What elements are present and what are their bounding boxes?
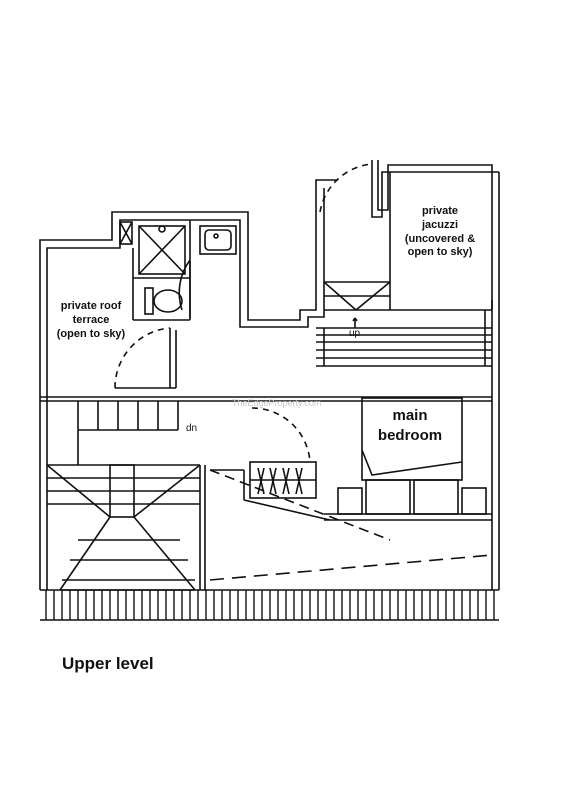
bedroom-label: main bedroom <box>370 406 450 447</box>
roof-terrace-line-3: (open to sky) <box>56 327 126 340</box>
bedroom-line-1: main <box>392 407 428 424</box>
railing-bars <box>45 590 495 620</box>
staircase <box>46 401 206 591</box>
roof-terrace-label: private roof terrace (open to sky) <box>46 300 136 341</box>
down-stair-label: dn <box>186 423 198 434</box>
jacuzzi-line-2: jacuzzi <box>421 218 459 231</box>
wardrobe <box>249 461 317 499</box>
jacuzzi-door <box>319 163 373 213</box>
outer-walls <box>39 160 500 590</box>
plan-caption: Upper level <box>62 654 154 673</box>
roof-terrace-line-1: private roof <box>60 300 122 312</box>
bathroom <box>119 220 237 321</box>
roof-terrace-line-2: terrace <box>72 313 110 326</box>
bedroom-line-2: bedroom <box>377 427 443 445</box>
bedroom-door <box>251 407 311 463</box>
jacuzzi-line-3: (uncovered & <box>404 232 476 245</box>
jacuzzi-line-1: private <box>421 205 459 217</box>
jacuzzi-steps <box>316 172 492 367</box>
bed <box>324 397 492 521</box>
walkway <box>209 469 493 581</box>
watermark-text: TheEdgeProperty.com <box>232 398 322 408</box>
up-arrow-label: up <box>349 328 361 339</box>
jacuzzi-label: private jacuzzi (uncovered & open to sky… <box>398 205 482 260</box>
jacuzzi-line-4: open to sky) <box>407 246 473 259</box>
terrace-door <box>114 327 177 389</box>
